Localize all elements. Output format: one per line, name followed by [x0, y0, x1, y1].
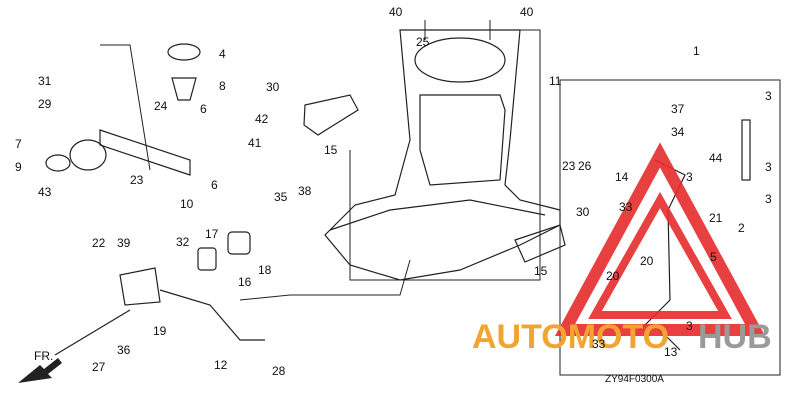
front-arrow: FR.: [18, 349, 62, 383]
callout-number: 17: [205, 227, 219, 241]
bracket-1: [559, 79, 781, 376]
callout-number: 25: [416, 35, 430, 49]
callout-number: 32: [176, 235, 190, 249]
callout-number: 1: [693, 44, 700, 58]
callout-number: 3: [765, 192, 772, 206]
part-7: [69, 139, 107, 171]
part-15-lower: [514, 224, 566, 263]
part-15-upper: [303, 94, 359, 136]
callout-number: 5: [710, 250, 717, 264]
part-12-cable: [159, 289, 265, 341]
callout-number: 3: [686, 170, 693, 184]
callout-number: 27: [92, 360, 106, 374]
callout-number: 23: [562, 159, 576, 173]
callout-number: 44: [709, 151, 723, 165]
callout-number: 43: [38, 185, 52, 199]
callout-number: 39: [117, 236, 131, 250]
part-27-bolt: [54, 309, 131, 356]
leader-line: [100, 44, 151, 171]
callout-number: 22: [92, 236, 106, 250]
part-17: [197, 247, 217, 271]
callout-number: 34: [671, 125, 685, 139]
watermark-text-orange: AUTOMOTO: [472, 318, 669, 356]
callout-number: 21: [709, 211, 723, 225]
callout-number: 37: [671, 102, 685, 116]
callout-number: 8: [219, 79, 226, 93]
part-16: [227, 231, 251, 255]
callout-number: 41: [248, 136, 262, 150]
callout-number: 31: [38, 74, 52, 88]
callout-number: 26: [578, 159, 592, 173]
callout-number: 30: [576, 205, 590, 219]
watermark-inner-triangle-icon: [588, 191, 732, 319]
callout-number: 15: [324, 143, 338, 157]
part-8: [171, 77, 197, 101]
watermark-triangle-icon: [554, 142, 766, 336]
callout-number: 20: [640, 254, 654, 268]
part-10: [99, 129, 191, 176]
callout-number: 3: [686, 319, 693, 333]
front-arrow-label: FR.: [34, 349, 53, 363]
callout-number: 15: [534, 264, 548, 278]
extension-case: [324, 29, 561, 281]
callout-number: 33: [592, 337, 606, 351]
callout-number: 9: [15, 160, 22, 174]
callout-number: 28: [272, 364, 286, 378]
callout-number: 35: [274, 190, 288, 204]
part-19: [119, 267, 161, 306]
callout-number: 10: [180, 197, 194, 211]
callout-number: 38: [298, 184, 312, 198]
watermark-text-gray: HUB: [698, 318, 772, 356]
callout-number: 14: [615, 170, 629, 184]
callout-number: 7: [15, 137, 22, 151]
callout-number: 42: [255, 112, 269, 126]
watermark: AUTOMOTO HUB: [472, 142, 772, 356]
callout-number: 36: [117, 343, 131, 357]
callout-group: 1233333456678910111213141515161718192020…: [15, 5, 772, 378]
callout-number: 19: [153, 324, 167, 338]
callout-number: 40: [389, 5, 403, 19]
callout-number: 33: [619, 200, 633, 214]
callout-number: 20: [606, 269, 620, 283]
callout-number: 16: [238, 275, 252, 289]
callout-number: 18: [258, 263, 272, 277]
callout-number: 11: [549, 74, 562, 88]
figure-code: ZY94F0300A: [605, 374, 664, 385]
callout-number: 13: [664, 345, 678, 359]
callout-number: 6: [200, 102, 207, 116]
callout-number: 3: [765, 89, 772, 103]
callout-number: 6: [211, 178, 218, 192]
callout-number: 30: [266, 80, 280, 94]
callout-number: 29: [38, 97, 52, 111]
callout-number: 40: [520, 5, 534, 19]
callout-number: 12: [214, 358, 228, 372]
part-9: [45, 154, 71, 172]
part-4: [167, 43, 201, 61]
callout-number: 23: [130, 173, 144, 187]
callout-number: 2: [738, 221, 745, 235]
callout-number: 4: [219, 47, 226, 61]
bracket-11: [349, 29, 541, 281]
leader-line: [239, 259, 411, 301]
callout-number: 24: [154, 99, 168, 113]
callout-number: 3: [765, 160, 772, 174]
part-44: [741, 119, 751, 181]
